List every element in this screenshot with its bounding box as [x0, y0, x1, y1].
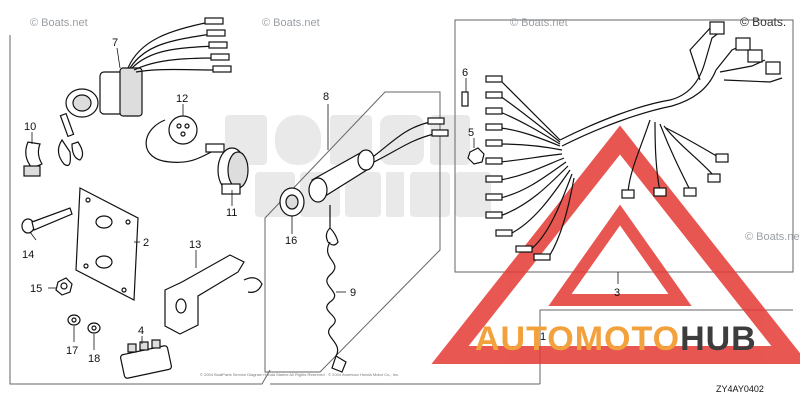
footer-fine-print: © 2004 BoatParts Service Diagram Honda M…	[200, 372, 399, 377]
bolt	[21, 207, 73, 234]
svg-text:© Boats.net: © Boats.net	[262, 17, 320, 29]
diagram-code: ZY4AY0402	[716, 384, 764, 394]
kill-switch-assembly	[279, 117, 449, 373]
pin-and-grommet	[461, 91, 485, 165]
callout-10: 10	[24, 121, 36, 133]
relay-unit	[145, 115, 225, 163]
mounting-collar	[217, 147, 249, 195]
wire-clip	[23, 141, 43, 177]
callout-5: 5	[468, 127, 474, 139]
connector-block	[119, 339, 173, 379]
callout-15: 15	[30, 283, 42, 295]
callout-8: 8	[323, 91, 329, 103]
nut	[55, 277, 73, 296]
boats-watermark-top-right: © Boats.	[740, 15, 786, 29]
switch-boundary-box	[264, 91, 441, 373]
ignition-switch-assembly	[57, 17, 232, 167]
callout-2: 2	[143, 237, 149, 249]
callout-7: 7	[112, 37, 118, 49]
callout-18: 18	[88, 353, 100, 365]
callout-17: 17	[66, 345, 78, 357]
callout-leaders	[29, 47, 619, 350]
washers	[67, 314, 101, 334]
callout-4: 4	[138, 325, 144, 337]
left-assembly-outline	[9, 35, 271, 385]
callout-13: 13	[189, 239, 201, 251]
brand-logo-part-a: AUTOMOTO	[475, 320, 680, 358]
callout-1: 1	[540, 331, 546, 343]
logo-triangle	[431, 125, 800, 364]
callout-9: 9	[350, 287, 356, 299]
callout-16: 16	[285, 235, 297, 247]
callout-3: 3	[614, 287, 620, 299]
harness-boundary-box	[454, 19, 794, 273]
callout-6: 6	[462, 67, 468, 79]
callout-labels: 7 12 10 11 8 6 5 16 2 13 14 15 17 18 4 9…	[22, 37, 620, 365]
faded-watermarks: © Boats.net © Boats.net © Boats.net © Bo…	[30, 17, 800, 243]
brand-logo-part-b: HUB	[680, 320, 757, 358]
svg-text:© Boats.net: © Boats.net	[745, 231, 800, 243]
brand-logo: AUTOMOTOHUB	[475, 320, 757, 358]
switch-bracket	[164, 254, 263, 335]
callout-12: 12	[176, 93, 188, 105]
main-wiring-harness	[485, 21, 783, 261]
svg-text:© Boats.net: © Boats.net	[510, 17, 568, 29]
svg-text:© Boats.net: © Boats.net	[30, 17, 88, 29]
callout-11: 11	[226, 207, 237, 219]
callout-14: 14	[22, 249, 34, 261]
mounting-plate	[75, 187, 139, 301]
